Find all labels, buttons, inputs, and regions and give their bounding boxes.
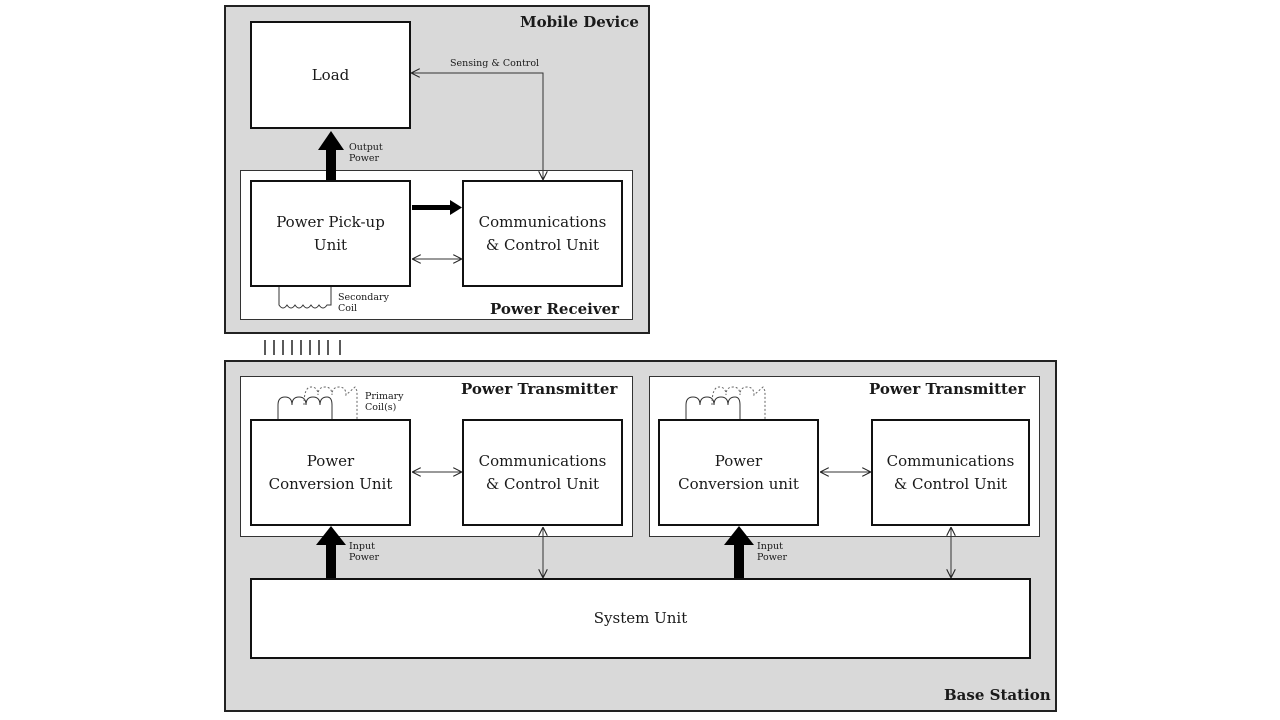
power-conversion-unit-2-block: Power Conversion unit (658, 419, 819, 526)
power-conversion-unit-2-label: Power Conversion unit (678, 451, 799, 493)
secondary-coil-label: Secondary Coil (338, 292, 389, 314)
input-power-2-label: Input Power (757, 541, 788, 563)
load-label: Load (311, 65, 350, 84)
power-conversion-unit-1-block: Power Conversion Unit (250, 419, 411, 526)
power-pickup-unit-label: Power Pick-up Unit (276, 212, 385, 254)
magnetic-coupling-lines (264, 340, 341, 355)
power-transmitter-1-title: Power Transmitter (461, 380, 618, 398)
system-unit-label: System Unit (593, 609, 688, 627)
power-transmitter-2-title: Power Transmitter (869, 380, 1026, 398)
transmitter-2-comm-control-unit-label: Communications & Control Unit (886, 451, 1015, 493)
load-block: Load (250, 21, 411, 129)
receiver-comm-control-unit-label: Communications & Control Unit (478, 212, 607, 254)
power-receiver-title: Power Receiver (490, 300, 620, 318)
power-pickup-unit-block: Power Pick-up Unit (250, 180, 411, 287)
base-station-title: Base Station (944, 686, 1051, 704)
transmitter-2-comm-control-unit-block: Communications & Control Unit (871, 419, 1030, 526)
input-power-1-label: Input Power (349, 541, 380, 563)
primary-coils-label: Primary Coil(s) (365, 391, 404, 413)
output-power-label: Output Power (349, 142, 383, 164)
power-conversion-unit-1-label: Power Conversion Unit (268, 451, 393, 493)
system-unit-block: System Unit (250, 578, 1031, 659)
transmitter-1-comm-control-unit-block: Communications & Control Unit (462, 419, 623, 526)
mobile-device-title: Mobile Device (520, 13, 639, 31)
receiver-comm-control-unit-block: Communications & Control Unit (462, 180, 623, 287)
sensing-control-label: Sensing & Control (450, 58, 540, 69)
transmitter-1-comm-control-unit-label: Communications & Control Unit (478, 451, 607, 493)
